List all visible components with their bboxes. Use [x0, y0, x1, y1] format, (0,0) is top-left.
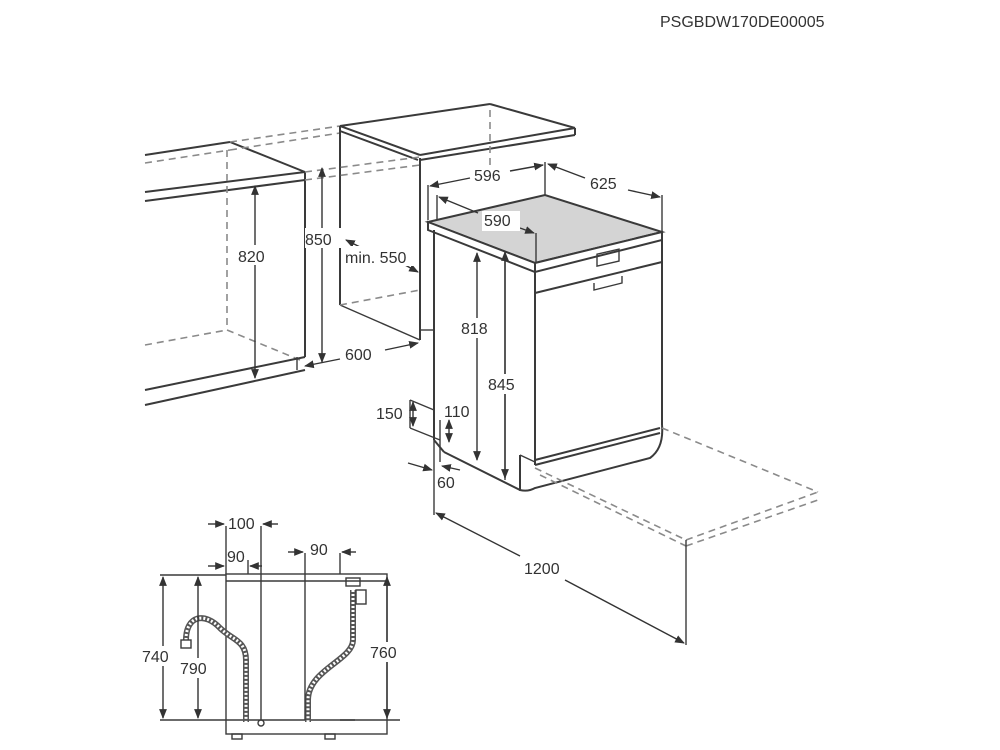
right-cabinet	[304, 103, 576, 341]
label-niche-height: 850	[305, 232, 332, 249]
label-plinth-height: 150	[376, 406, 403, 423]
label-cabinet-height: 820	[238, 249, 265, 266]
label-appliance-width: 596	[474, 168, 501, 185]
label-plinth-depth: 60	[437, 475, 455, 492]
left-cabinet	[144, 125, 341, 406]
label-appliance-depth-door: 625	[590, 176, 617, 193]
label-drain-height-max: 790	[180, 661, 207, 678]
label-niche-width: 600	[345, 347, 372, 364]
label-niche-depth-min: min. 550	[345, 250, 406, 267]
label-drain-offset-left: 90	[227, 549, 245, 566]
label-drain-height-min: 740	[142, 649, 169, 666]
label-appliance-depth: 590	[484, 213, 511, 230]
dimension-lines	[251, 162, 685, 644]
hose-connection-diagram	[159, 520, 400, 740]
label-height-without-top: 818	[461, 321, 488, 338]
product-code: PSGBDW170DE00005	[660, 14, 825, 31]
floor-clearance-area	[433, 427, 819, 645]
label-drain-offset-right: 90	[310, 542, 328, 559]
label-inlet-offset: 100	[228, 516, 255, 533]
label-appliance-height: 845	[488, 377, 515, 394]
label-plinth-recess: 110	[444, 404, 470, 421]
label-door-opening: 1200	[524, 561, 560, 578]
dimension-labels: 820 850 min. 550 600 596 625 590 818 845…	[142, 168, 617, 678]
label-inlet-height: 760	[370, 645, 397, 662]
